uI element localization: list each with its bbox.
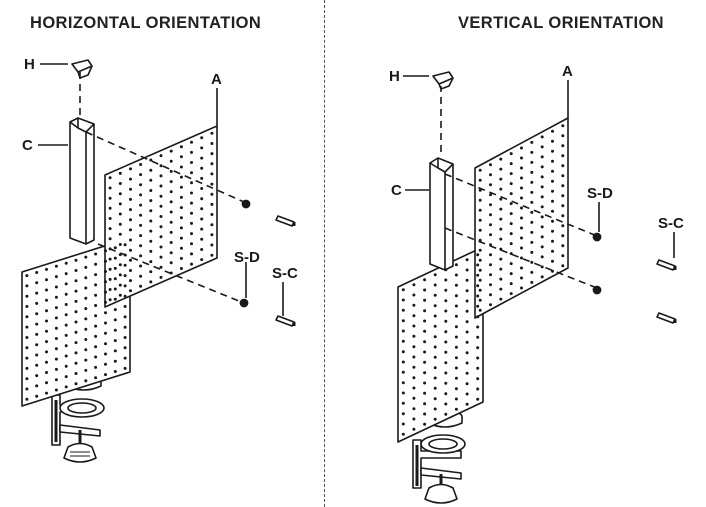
h-knob [432,71,454,90]
panel-divider [324,0,325,507]
vertical-orientation-title: VERTICAL ORIENTATION [458,14,664,32]
vertical-orientation-panel: VERTICAL ORIENTATION [353,0,706,507]
label-h: H [24,56,35,73]
label-c: C [22,137,33,154]
pole-c [69,117,95,245]
label-c: C [391,182,402,199]
label-h: H [389,68,400,85]
label-s-d: S-D [587,185,613,202]
label-a: A [562,63,573,80]
label-s-c: S-C [272,265,298,282]
pole-c [429,157,454,271]
vertical-assembly-diagram: H C A S-D S-C [389,63,684,504]
label-s-c: S-C [658,215,684,232]
h-knob [71,59,93,79]
horizontal-orientation-title: HORIZONTAL ORIENTATION [30,14,262,32]
label-s-d: S-D [234,249,260,266]
lower-mounting-plate [397,246,484,443]
horizontal-assembly-diagram: H C A S-D S-C [21,56,298,463]
horizontal-orientation-panel: HORIZONTAL ORIENTATION [21,14,298,463]
perforation-holes [401,124,565,436]
perforation-holes [25,131,214,401]
assembly-guides [440,86,598,289]
label-a: A [211,71,222,88]
